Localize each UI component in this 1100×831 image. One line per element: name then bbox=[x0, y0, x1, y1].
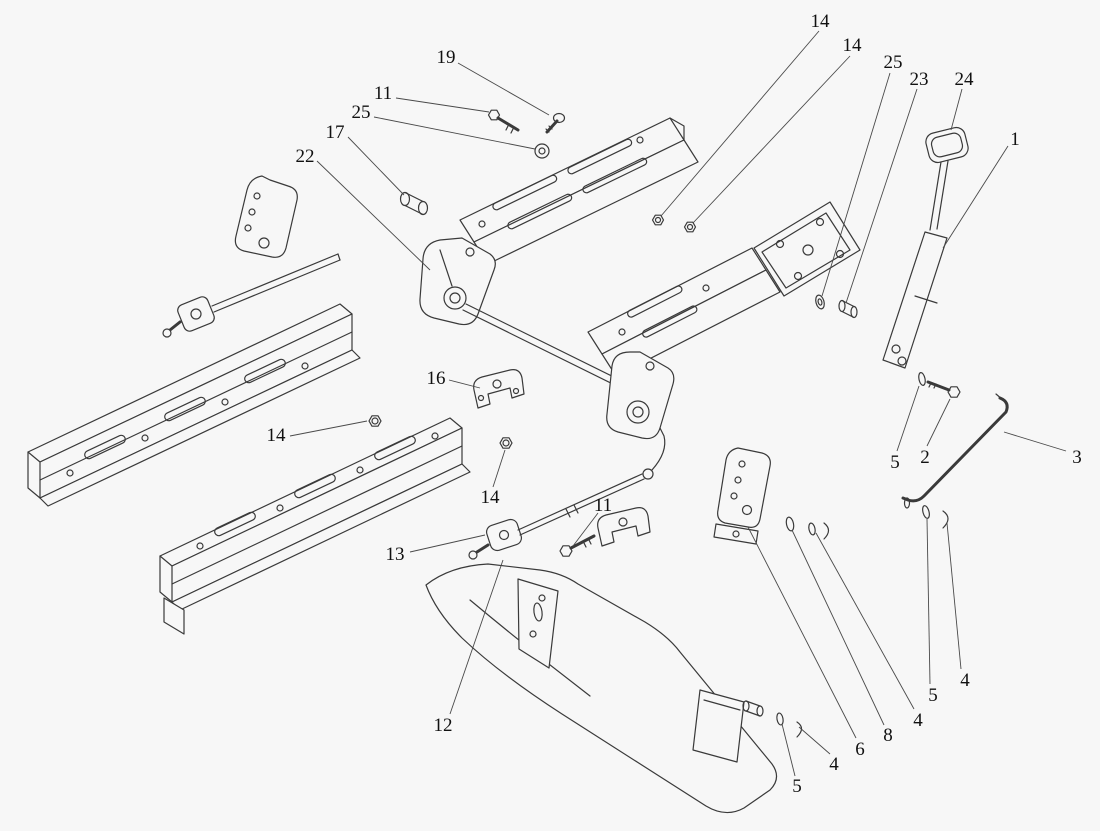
bolt-lower bbox=[559, 534, 596, 557]
callout-5-upper: 5 bbox=[890, 452, 900, 473]
callout-6: 6 bbox=[855, 739, 865, 760]
flat-washer-top bbox=[534, 143, 550, 159]
left-control-rod bbox=[162, 253, 341, 338]
gusset-bracket-lower bbox=[713, 447, 771, 545]
callout-14-b: 14 bbox=[843, 35, 863, 56]
slotted-bracket-right bbox=[587, 247, 781, 377]
callout-5-lower: 5 bbox=[792, 776, 802, 797]
callout-4-c: 4 bbox=[829, 754, 839, 775]
callout-13: 13 bbox=[386, 544, 405, 565]
callout-14-d: 14 bbox=[481, 487, 501, 508]
callout-19: 19 bbox=[437, 47, 456, 68]
spacer-17 bbox=[399, 191, 429, 216]
callout-11-top: 11 bbox=[374, 83, 392, 104]
callout-1: 1 bbox=[1010, 129, 1020, 150]
cable-clamp-lower bbox=[597, 507, 651, 547]
callout-23: 23 bbox=[910, 69, 929, 90]
callout-24: 24 bbox=[955, 69, 975, 90]
callout-3: 3 bbox=[1072, 447, 1082, 468]
cable-clamp-upper bbox=[473, 369, 525, 409]
callout-25-right: 25 bbox=[884, 52, 903, 73]
bent-link-rod bbox=[901, 393, 1009, 509]
pedal-bracket bbox=[692, 689, 803, 763]
flat-washer-right bbox=[815, 294, 825, 310]
callout-11-bottom: 11 bbox=[594, 495, 612, 516]
callout-12: 12 bbox=[434, 715, 453, 736]
callout-25-top: 25 bbox=[352, 102, 371, 123]
mounting-plate bbox=[753, 201, 861, 297]
callout-5-mid: 5 bbox=[928, 685, 938, 706]
callout-4-b: 4 bbox=[913, 710, 923, 731]
retaining-clip bbox=[823, 522, 830, 540]
callout-14-c: 14 bbox=[267, 425, 287, 446]
carriage-bolt-top bbox=[487, 109, 520, 134]
screw-top bbox=[545, 112, 566, 134]
pivot-casting-left bbox=[419, 237, 496, 326]
slotted-bracket-upper bbox=[459, 117, 699, 265]
callout-8: 8 bbox=[883, 725, 893, 746]
callout-17: 17 bbox=[326, 122, 345, 143]
bolt-right bbox=[926, 380, 961, 398]
callout-16: 16 bbox=[427, 368, 446, 389]
gusset-bracket-top-left bbox=[234, 175, 298, 258]
callout-2: 2 bbox=[920, 447, 930, 468]
leader-lines bbox=[289, 30, 1067, 777]
washer-row bbox=[785, 516, 830, 540]
spacer-23 bbox=[838, 299, 858, 319]
frame-rail-left bbox=[27, 303, 361, 507]
hex-nut bbox=[368, 214, 697, 449]
rod-end-hardware bbox=[922, 505, 949, 529]
callout-labels: 19 11 25 17 22 14 14 25 23 24 1 16 14 14… bbox=[267, 11, 1082, 797]
flat-washer-upper-right bbox=[918, 372, 926, 386]
callout-4-a: 4 bbox=[960, 670, 970, 691]
footrest-shield bbox=[425, 563, 778, 814]
pivot-casting-right bbox=[606, 351, 675, 440]
frame-rail-right bbox=[159, 417, 471, 635]
callout-22: 22 bbox=[296, 146, 315, 167]
callout-14-a: 14 bbox=[811, 11, 831, 32]
shift-lever bbox=[882, 126, 969, 369]
swivel-linkage bbox=[468, 427, 666, 560]
